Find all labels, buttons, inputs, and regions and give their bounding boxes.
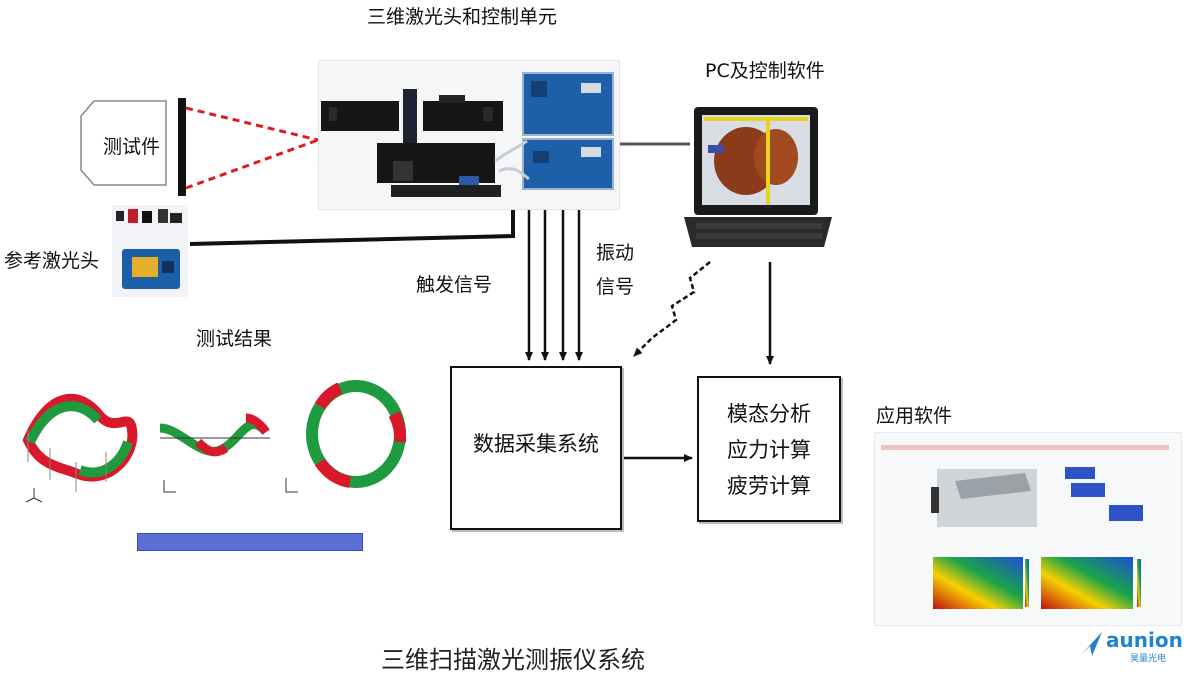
stress-calculation-label: 应力计算: [727, 438, 811, 462]
data-acquisition-label: 数据采集系统: [473, 432, 599, 456]
reference-head-label: 参考激光头: [4, 250, 100, 272]
pc-laptop-image: [684, 105, 836, 253]
wireless-link: [633, 261, 711, 357]
laser-head-illustration: [321, 72, 614, 197]
data-acquisition-box: 数据采集系统: [450, 366, 622, 530]
mode-shape-3: [285, 380, 407, 493]
application-software-screenshot: [874, 432, 1182, 626]
test-piece-label: 测试件: [103, 136, 161, 158]
diagram-title: 三维扫描激光测振仪系统: [381, 646, 645, 674]
signal-lines: [525, 208, 583, 361]
brand-name: aunion: [1106, 628, 1183, 652]
application-software-illustration: [881, 445, 1169, 609]
laser-head-photo: [318, 60, 620, 210]
modal-analysis-label: 模态分析: [727, 402, 811, 426]
vibration-signal-label-1: 振动: [596, 242, 635, 264]
target-plate: [178, 98, 186, 196]
test-result-mode-shapes: [22, 380, 407, 503]
test-results-label: 测试结果: [196, 328, 273, 350]
mode-shape-1: [22, 393, 138, 503]
vibration-signal-label-2: 信号: [596, 276, 635, 298]
laser-unit-label: 三维激光头和控制单元: [367, 6, 558, 28]
brand-subtitle: 昊量光电: [1130, 654, 1167, 664]
reference-head-line: [189, 207, 515, 246]
reference-laser-head-image: [112, 205, 188, 297]
brand-logo: aunion 昊量光电: [1074, 626, 1183, 666]
laser-beam: [185, 106, 319, 190]
pc-software-label: PC及控制软件: [705, 60, 825, 82]
results-status-bar: [137, 533, 363, 551]
reference-head-illustration: [116, 209, 182, 289]
application-software-label: 应用软件: [876, 405, 953, 427]
mode-shape-2: [159, 413, 270, 493]
trigger-signal-label: 触发信号: [416, 274, 493, 296]
analysis-box: 模态分析 应力计算 疲劳计算: [697, 376, 841, 522]
test-piece: 测试件: [80, 100, 168, 186]
laptop-illustration: [684, 107, 832, 247]
brand-arrow-icon: [1080, 632, 1102, 656]
fatigue-calculation-label: 疲劳计算: [727, 474, 811, 498]
test-piece-outline: [80, 100, 167, 186]
